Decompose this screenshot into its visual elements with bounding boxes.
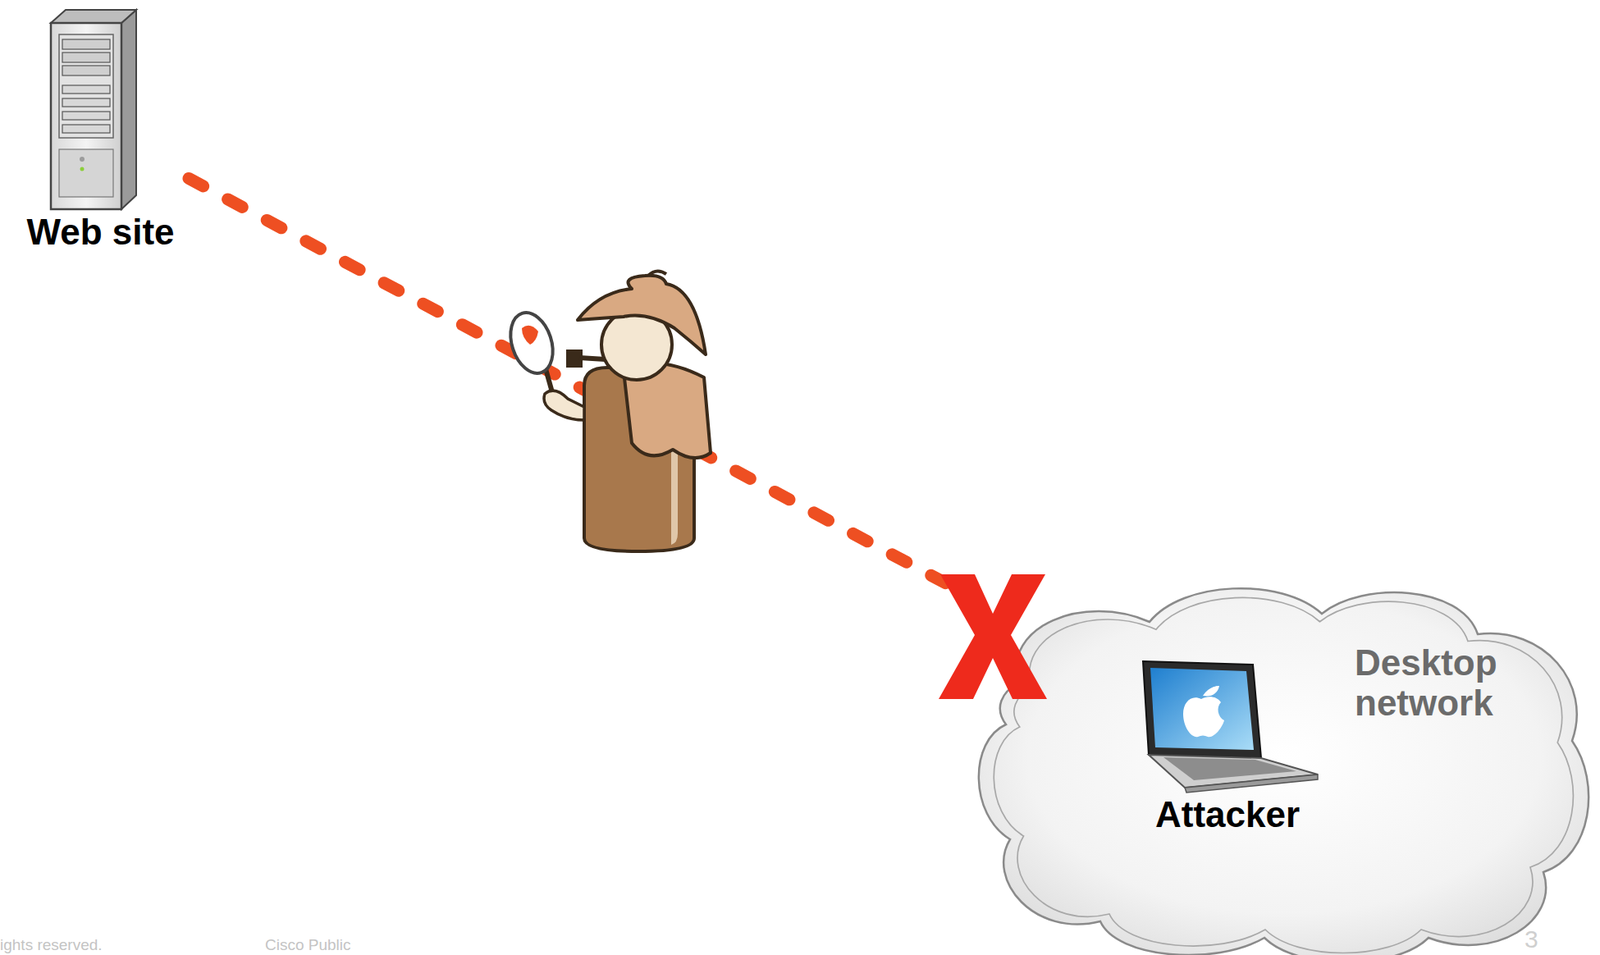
laptop-icon xyxy=(1142,661,1318,793)
laptop-screen xyxy=(1150,667,1254,750)
copyright-note: ights reserved. xyxy=(0,936,103,955)
laptop-node: Attacker xyxy=(1129,654,1326,832)
server-side xyxy=(121,9,137,210)
logo-mark xyxy=(1183,685,1225,737)
server-front xyxy=(50,22,122,210)
page-number: 3 xyxy=(1524,925,1539,954)
deerstalker-hat xyxy=(577,275,706,355)
node-label: Web site xyxy=(12,211,189,252)
magnified-footprint xyxy=(521,325,539,345)
magnifier-handle xyxy=(544,365,557,407)
drive-panel xyxy=(59,34,114,138)
cloud-outer-line xyxy=(978,588,1589,955)
detective-cape xyxy=(623,363,711,458)
lower-panel xyxy=(59,149,114,197)
drive-bay xyxy=(62,65,110,76)
network-cloud: Desktop networkAttacker xyxy=(969,576,1597,951)
drive-bay xyxy=(62,98,110,107)
server-icon xyxy=(50,9,137,210)
drive-bay xyxy=(62,85,110,94)
node-label: Attacker xyxy=(1129,794,1326,835)
server-node: Web site xyxy=(12,8,189,255)
pipe-stem xyxy=(579,357,606,360)
cloud-outline xyxy=(969,576,1597,951)
hat-bow xyxy=(648,270,667,276)
detective-head xyxy=(601,309,672,380)
detective-hand xyxy=(544,390,585,421)
pipe-bowl xyxy=(566,349,583,368)
detective-coat xyxy=(584,367,695,552)
footprint-trail xyxy=(188,178,970,595)
laptop-keyboard xyxy=(1163,757,1297,781)
laptop-lid xyxy=(1142,661,1262,759)
cloud-inner-line xyxy=(993,597,1573,953)
drive-bay xyxy=(62,124,110,133)
detective-figure xyxy=(502,270,711,552)
node-label: Desktop network xyxy=(1354,642,1544,724)
classification-note: Cisco Public xyxy=(265,936,352,955)
drive-bay xyxy=(62,39,110,50)
cross-mark xyxy=(938,574,1047,700)
magnifier-lens xyxy=(502,306,560,379)
status-light xyxy=(80,167,85,172)
laptop-base xyxy=(1148,754,1318,788)
laptop-edge xyxy=(1184,774,1318,793)
coat-highlight xyxy=(662,385,678,545)
red-x xyxy=(938,574,1047,700)
drive-bay xyxy=(62,111,110,120)
server-top xyxy=(50,9,137,23)
drive-bay xyxy=(62,52,110,63)
power-button xyxy=(79,156,85,162)
